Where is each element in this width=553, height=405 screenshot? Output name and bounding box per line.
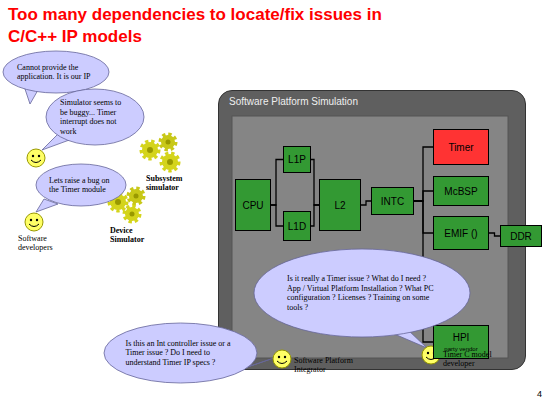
node-text: CPU	[242, 200, 263, 211]
smiley-mouth	[29, 224, 39, 227]
node-text: EMIF ()	[444, 228, 477, 239]
smiley-mouth	[277, 361, 287, 364]
bus-line	[414, 191, 433, 201]
page-number: 4	[537, 390, 551, 399]
smiley	[273, 350, 291, 368]
gear-hub	[167, 159, 173, 165]
gear-hub	[134, 194, 139, 199]
node-text: Timer	[448, 142, 473, 153]
cpu-block: CPU	[235, 179, 271, 231]
gear-hub	[130, 212, 135, 217]
node-text: Software Platform Simulation	[229, 96, 358, 107]
speech-bubble: Cannot provide the application. It is ou…	[2, 50, 110, 94]
bus-line	[414, 147, 433, 201]
tool-label: Subsystem simulator	[146, 174, 196, 192]
bubble-ellipse	[46, 89, 144, 145]
smiley-face	[273, 350, 291, 368]
gear	[142, 142, 158, 158]
speech-bubble: Simulator seems to be buggy... Timer int…	[45, 88, 145, 146]
smiley-face	[25, 213, 43, 231]
smiley	[25, 213, 43, 231]
speech-bubble: Lets raise a bug on the Timer module	[35, 163, 127, 207]
inner-panel	[232, 116, 508, 358]
smiley-eye	[284, 356, 286, 358]
smiley	[27, 149, 45, 167]
bus-line	[271, 160, 283, 206]
peripheral-block: EMIF ()	[433, 216, 489, 250]
node-text: McBSP	[444, 186, 477, 197]
gear	[162, 154, 178, 170]
bubble-ellipse	[254, 249, 470, 337]
role-label: Software Platform Integrator	[294, 356, 356, 374]
external-memory: DDR	[500, 225, 542, 247]
controller-block: INTC	[371, 187, 414, 215]
bus-line	[311, 205, 319, 226]
smiley-eye	[427, 352, 429, 354]
smiley-mouth	[31, 160, 41, 163]
speech-bubble: Is this an Int controller issue or a Tim…	[103, 322, 258, 384]
gear-hub	[147, 147, 153, 153]
cache-block: L1D	[283, 211, 311, 241]
gear	[125, 207, 139, 221]
bus-line	[414, 201, 433, 233]
bus-line	[311, 160, 319, 206]
node-text: HPI	[453, 332, 470, 343]
role-label: Software developers	[18, 234, 68, 252]
node-text: Simulator seems to be buggy... Timer int…	[60, 98, 130, 136]
slide-title: Too many dependencies to locate/fix issu…	[8, 4, 428, 48]
node-text: Lets raise a bug on the Timer module	[49, 176, 113, 195]
node-text: INTC	[381, 196, 404, 207]
node-text: L2	[334, 200, 345, 211]
smiley-eye	[38, 155, 40, 157]
node-text: DDR	[510, 231, 532, 242]
bus-line	[361, 201, 371, 205]
smiley-eye	[36, 219, 38, 221]
smiley-eye	[30, 219, 32, 221]
cache-block: L1P	[283, 146, 311, 173]
smiley-eye	[278, 356, 280, 358]
smiley-eye	[32, 155, 34, 157]
smiley-face	[27, 149, 45, 167]
gear	[129, 189, 143, 203]
node-text: Is it really a Timer issue ? What do I n…	[287, 274, 437, 312]
gear-hub	[166, 140, 171, 145]
bubble-ellipse	[104, 323, 257, 383]
gear-hub	[115, 199, 121, 205]
tool-label: Device Simulator	[110, 226, 160, 244]
gear	[161, 135, 175, 149]
faulty-block: Timer	[433, 129, 489, 165]
node-text: L1D	[288, 221, 306, 232]
memory-block: L2	[319, 179, 361, 231]
node-text: Is this an Int controller issue or a Tim…	[126, 339, 236, 368]
speech-bubble: Is it really a Timer issue ? What do I n…	[253, 248, 471, 338]
bubble-ellipse	[36, 164, 126, 206]
bus-line	[489, 233, 500, 236]
node-text: L1P	[288, 154, 306, 165]
bubble-ellipse	[3, 51, 109, 93]
node-text: Cannot provide the application. It is ou…	[17, 63, 95, 82]
peripheral-block: McBSP	[433, 176, 489, 206]
bus-line	[271, 205, 283, 226]
role-label: Timer C model developer	[443, 350, 513, 368]
